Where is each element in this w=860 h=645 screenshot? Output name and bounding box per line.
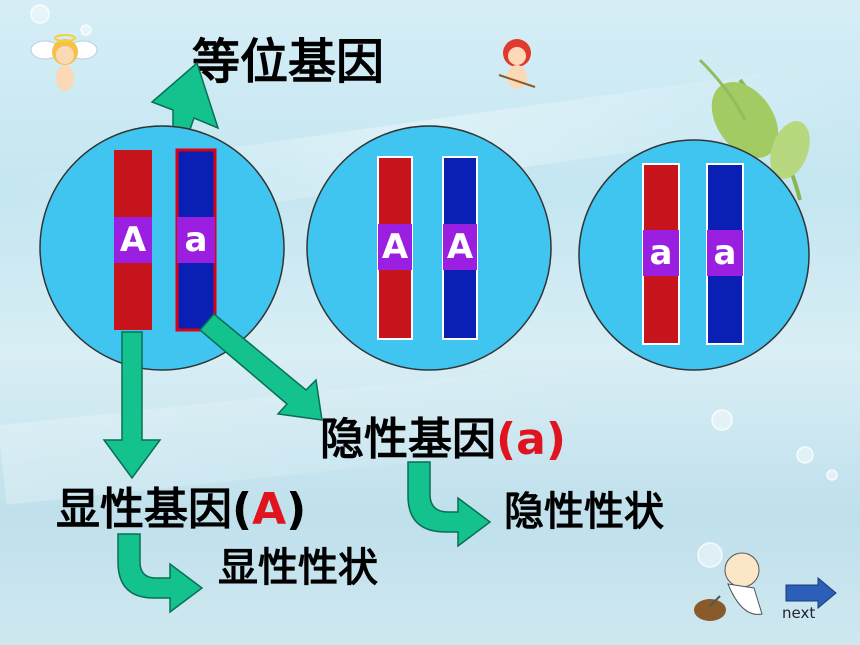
- recessive-gene-label: 隐性基因(a): [320, 418, 566, 462]
- arrow-to-dominant-trait: [117, 533, 204, 614]
- plant-decoration: [698, 58, 810, 201]
- arrow-to-recessive-gene: [198, 312, 323, 421]
- dominant-gene-symbol-wrap: (A): [232, 484, 307, 535]
- cell-homozygous-recessive: a a: [578, 139, 810, 371]
- gene-label-cell3-left: a: [650, 233, 673, 273]
- recessive-trait-label: 隐性性状: [504, 489, 664, 535]
- cell-heterozygous: A a: [39, 125, 285, 371]
- arrow-to-dominant-gene: [102, 331, 162, 480]
- angel-icon: [30, 34, 98, 91]
- gene-label-cell2-left: A: [382, 227, 409, 267]
- next-arrow-icon[interactable]: [785, 576, 837, 610]
- gene-label-cell2-right: A: [447, 227, 474, 267]
- title-text: 等位基因: [192, 34, 384, 90]
- cupid-icon: [498, 39, 536, 89]
- dominant-gene-symbol: A: [252, 484, 287, 535]
- gene-label-cell1-left: A: [120, 220, 147, 260]
- recessive-gene-letter: a: [516, 414, 546, 465]
- gene-label-cell1-right: a: [185, 220, 208, 260]
- cell-homozygous-dominant: A A: [306, 125, 552, 371]
- recessive-gene-symbol: (a): [496, 414, 566, 465]
- dominant-gene-text: 显性基因: [56, 484, 232, 535]
- gene-label-cell3-right: a: [714, 233, 737, 273]
- arrow-to-recessive-trait: [407, 461, 492, 548]
- dominant-trait-label: 显性性状: [218, 545, 378, 591]
- next-button-label[interactable]: next: [782, 604, 816, 622]
- dominant-gene-label: 显性基因(A): [56, 488, 306, 532]
- bubble-decorations: [30, 4, 838, 568]
- monk-icon: [694, 552, 763, 621]
- recessive-gene-text: 隐性基因: [320, 414, 496, 465]
